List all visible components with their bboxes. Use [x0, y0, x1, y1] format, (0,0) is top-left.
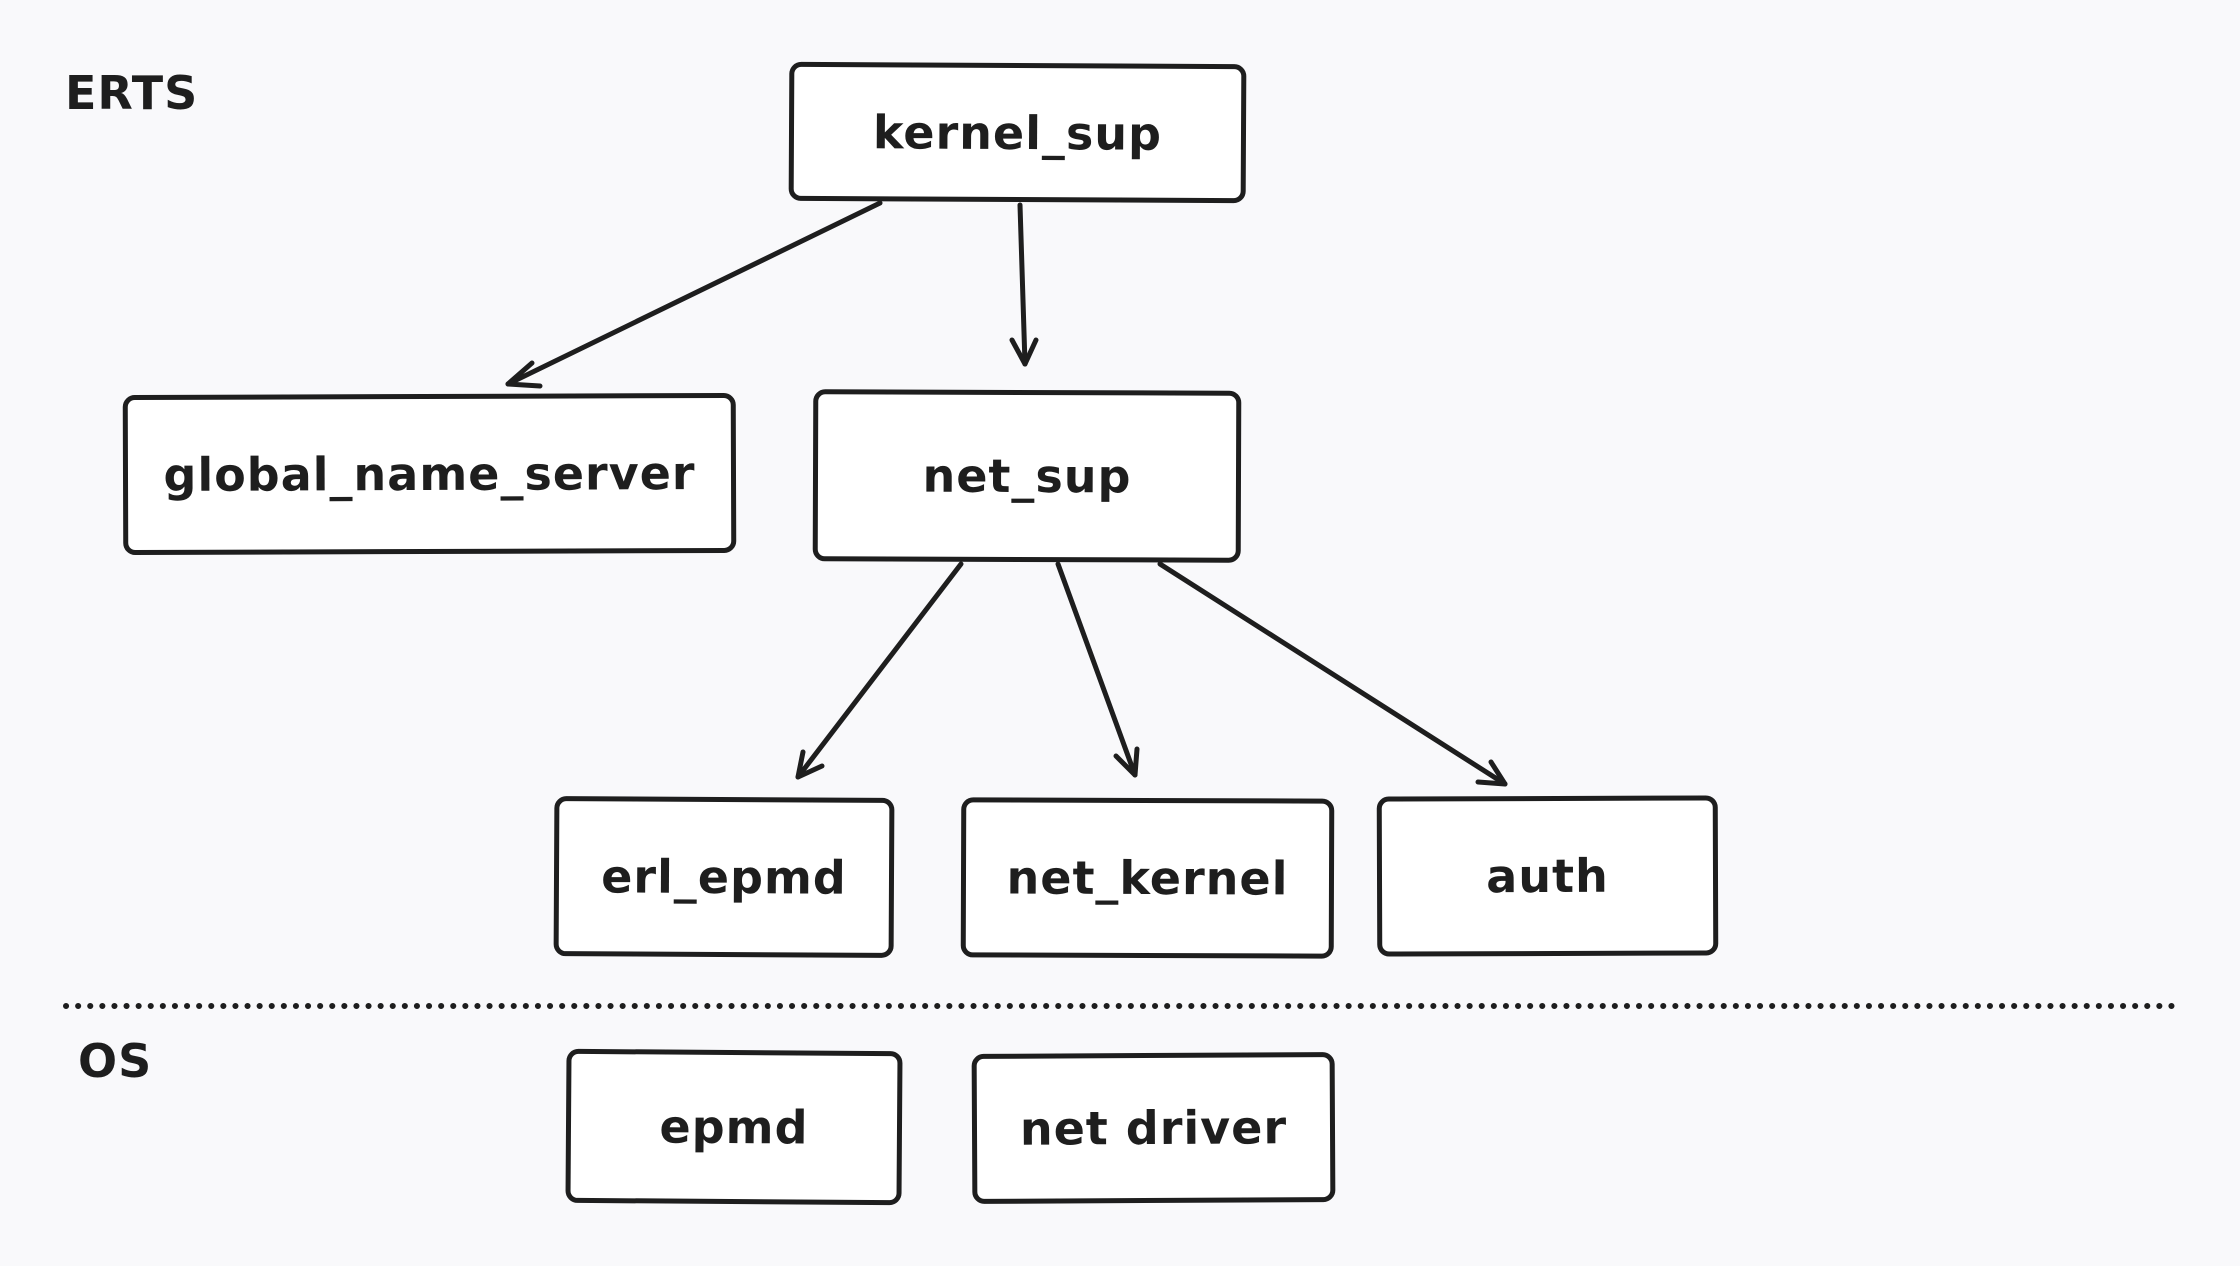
node-global-name-server[interactable]: global_name_server	[122, 392, 737, 556]
node-net-kernel[interactable]: net_kernel	[960, 797, 1335, 959]
node-kernel-sup-label: kernel_sup	[872, 104, 1163, 161]
node-epmd[interactable]: epmd	[565, 1048, 903, 1206]
node-net-driver-label: net driver	[1019, 1100, 1288, 1156]
edge-kernel-sup-to-global-name-server	[505, 200, 883, 389]
node-auth[interactable]: auth	[1376, 795, 1719, 957]
node-net-sup[interactable]: net_sup	[812, 389, 1242, 563]
edge-net-sup-to-erl-epmd	[795, 561, 964, 780]
erts-layer-label: ERTS	[65, 66, 199, 120]
node-net-driver[interactable]: net driver	[971, 1052, 1336, 1204]
node-erl-epmd[interactable]: erl_epmd	[553, 796, 895, 958]
os-layer-label: OS	[78, 1034, 153, 1088]
edge-net-sup-to-auth	[1157, 561, 1508, 787]
node-global-name-server-label: global_name_server	[163, 446, 696, 502]
node-net-kernel-label: net_kernel	[1006, 850, 1289, 906]
node-erl-epmd-label: erl_epmd	[601, 849, 847, 905]
node-kernel-sup[interactable]: kernel_sup	[788, 61, 1247, 204]
node-net-sup-label: net_sup	[922, 448, 1132, 504]
node-auth-label: auth	[1486, 848, 1609, 904]
edge-kernel-sup-to-net-sup	[1009, 202, 1039, 367]
node-epmd-label: epmd	[659, 1099, 809, 1155]
edge-net-sup-to-net-kernel	[1055, 561, 1140, 778]
